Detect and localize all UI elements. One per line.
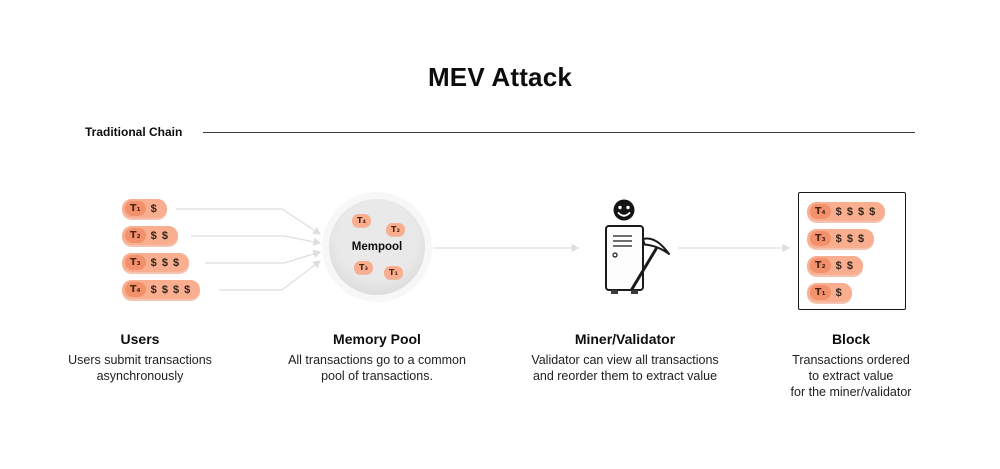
miner-validator-icon (605, 199, 670, 294)
block-transaction-pill-3: T₂ $ $ (807, 256, 863, 275)
computer-tower-icon (605, 225, 644, 294)
arrow-user3-to-mempool (205, 249, 322, 264)
section-label: Traditional Chain (85, 125, 183, 139)
transaction-value: $ $ $ $ (835, 205, 877, 218)
user-transaction-pill-1: T₁ $ (122, 199, 167, 218)
block-transaction-pill-1: T₄ $ $ $ $ (807, 202, 886, 221)
stage-desc-block: Transactions ordered to extract value fo… (790, 353, 912, 399)
transaction-id: T₃ (810, 231, 831, 246)
transaction-id: T₄ (810, 204, 831, 219)
user-transaction-pill-3: T₃ $ $ $ (122, 253, 190, 272)
transaction-id: T₂ (125, 228, 146, 243)
user-transaction-pill-4: T₄ $ $ $ $ (122, 280, 201, 299)
transaction-value: $ (150, 202, 158, 215)
mempool-circle: T₄ T₂ Mempool T₃ T₁ (329, 199, 425, 295)
stage-title-memory-pool: Memory Pool (333, 331, 421, 347)
arrow-user1-to-mempool (176, 208, 322, 235)
transaction-value: $ $ $ (150, 256, 181, 269)
stage-desc-memory-pool: All transactions go to a common pool of … (288, 353, 466, 383)
user-transaction-pill-2: T₂ $ $ (122, 226, 178, 245)
mempool-chip: T₃ (354, 261, 373, 274)
pickaxe-icon (630, 237, 670, 291)
transaction-id: T₃ (125, 255, 146, 270)
mempool-label: Mempool (351, 241, 403, 253)
mempool-chip: T₁ (384, 266, 403, 279)
stage-desc-users: Users submit transactions asynchronously (68, 353, 212, 383)
arrow-user2-to-mempool (191, 235, 322, 246)
mempool-chip: T₄ (352, 214, 371, 227)
transaction-value: $ (835, 286, 843, 299)
transaction-id: T₁ (125, 201, 146, 216)
page-title: MEV Attack (427, 62, 573, 92)
block-container: T₄ $ $ $ $ T₃ $ $ $ T₂ $ $ T₁ $ (798, 192, 906, 310)
transaction-value: $ $ $ $ (150, 283, 192, 296)
transaction-value: $ $ (150, 229, 169, 242)
stage-desc-miner-validator: Validator can view all transactions and … (531, 353, 719, 383)
transaction-id: T₄ (125, 282, 146, 297)
block-transaction-pill-2: T₃ $ $ $ (807, 229, 875, 248)
stage-title-users: Users (120, 331, 160, 347)
smiley-face-icon (613, 199, 635, 221)
transaction-value: $ $ (835, 259, 854, 272)
mempool-chip: T₂ (386, 223, 405, 236)
stage-title-block: Block (831, 331, 871, 347)
block-transaction-pill-4: T₁ $ (807, 283, 852, 302)
transaction-id: T₁ (810, 285, 831, 300)
stage-title-miner-validator: Miner/Validator (574, 331, 676, 347)
transaction-value: $ $ $ (835, 232, 866, 245)
arrow-user4-to-mempool (219, 260, 321, 291)
transaction-id: T₂ (810, 258, 831, 273)
section-divider (203, 132, 915, 133)
